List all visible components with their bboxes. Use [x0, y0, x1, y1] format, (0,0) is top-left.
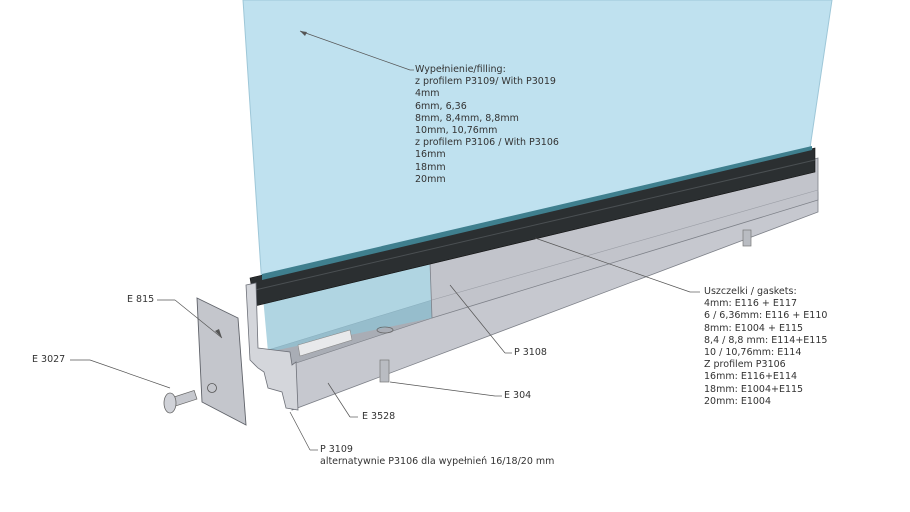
label-e3027: E 3027 — [32, 354, 66, 365]
filling-line: z profilem P3109/ With P3019 — [415, 76, 556, 88]
gaskets-title: Uszczelki / gaskets: — [704, 286, 797, 297]
p3109-title: P 3109 — [320, 444, 353, 455]
filling-line: 6mm, 6,36 — [415, 100, 467, 112]
label-p3108: P 3108 — [514, 347, 547, 358]
gasket-line: 6 / 6,36mm: E116 + E110 — [704, 310, 828, 322]
screw-hole — [376, 326, 394, 334]
gasket-line: 18mm: E1004+E115 — [704, 383, 804, 395]
filling-line: 4mm — [415, 88, 440, 100]
support-pin-back — [742, 229, 752, 247]
leader-lines — [70, 30, 700, 451]
filling-line: 8mm, 8,4mm, 8,8mm — [415, 112, 519, 124]
filling-title: Wypełnienie/filling: — [415, 64, 506, 75]
filling-line: 18mm — [415, 161, 446, 173]
gaskets-label: Uszczelki / gaskets: 4mm: E116 + E117 6 … — [704, 286, 827, 408]
filling-label: Wypełnienie/filling: z profilem P3109/ W… — [415, 64, 559, 186]
filling-line: 10mm, 10,76mm — [415, 125, 498, 137]
label-p3109: P 3109 alternatywnie P3106 dla wypełnień… — [320, 444, 554, 468]
end-cap-hole — [207, 383, 217, 393]
gasket-line: 4mm: E116 + E117 — [704, 298, 798, 310]
label-e815: E 815 — [127, 294, 155, 305]
filling-line: z profilem P3106 / With P3106 — [415, 137, 559, 149]
filling-line: 16mm — [415, 149, 446, 161]
gasket-line: 20mm: E1004 — [704, 395, 771, 407]
bolt-head — [163, 392, 177, 414]
gasket-line: Z profilem P3106 — [704, 359, 786, 371]
profile-end-section — [245, 282, 299, 411]
end-cap-plate — [196, 297, 247, 426]
label-e304: E 304 — [504, 390, 532, 401]
setting-block — [297, 329, 353, 357]
gasket-line: 10 / 10,76mm: E114 — [704, 347, 802, 359]
filling-line: 20mm — [415, 173, 446, 185]
p3109-note: alternatywnie P3106 dla wypełnień 16/18/… — [320, 456, 555, 468]
gasket-line: 8,4 / 8,8 mm: E114+E115 — [704, 334, 828, 346]
gasket-line: 8mm: E1004 + E115 — [704, 322, 804, 334]
support-pin — [379, 359, 390, 383]
glass-edge-teal — [262, 146, 812, 280]
label-e3528: E 3528 — [362, 411, 396, 422]
gasket-line: 16mm: E116+E114 — [704, 371, 798, 383]
